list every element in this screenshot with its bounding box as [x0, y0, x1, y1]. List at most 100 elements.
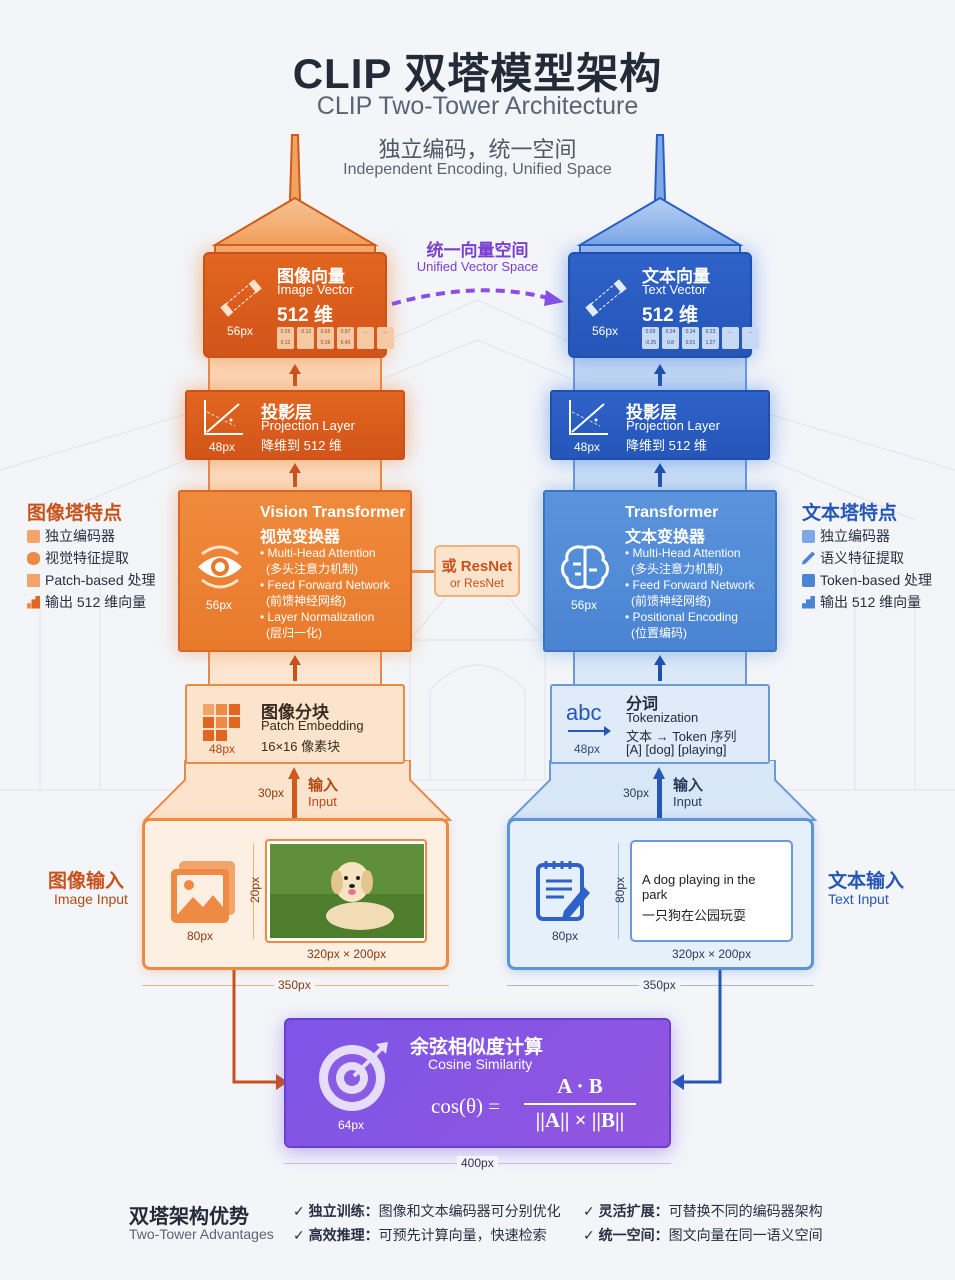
check-icon: ✓ [583, 1203, 599, 1219]
icon-size-label: 56px [592, 324, 619, 338]
advantage-item: ✓ 高效推理：可预先计算向量，快速检索 [293, 1227, 547, 1243]
projection-title-cn: 投影层 [626, 403, 677, 422]
dog-photo-frame [265, 839, 427, 943]
tagline-en: Independent Encoding, Unified Space [343, 161, 612, 178]
features-title: 文本塔特点 [802, 503, 898, 524]
projection-chart-icon [569, 400, 608, 435]
icon-size-label: 56px [206, 598, 233, 612]
encoder-title-cn: 视觉变换器 [260, 529, 341, 546]
page-subtitle: CLIP Two-Tower Architecture [316, 92, 639, 120]
text-tower-base-shape [507, 760, 818, 821]
preview-size-label: 320px × 200px [307, 947, 387, 961]
resnet-connector [412, 570, 434, 573]
text-encoder-block: 56px Transformer 文本变换器 • Multi-Head Atte… [543, 490, 777, 652]
notepad-pencil-icon [536, 861, 590, 921]
target-icon [319, 1042, 388, 1111]
advantage-item: ✓ 统一空间：图文向量在同一语义空间 [583, 1227, 823, 1243]
arrow-up-icon [289, 364, 301, 374]
resnet-en: or ResNet [449, 576, 505, 590]
bullet-en: • Layer Normalization [260, 610, 375, 624]
vector-icon [585, 279, 627, 317]
bullet-en: • Feed Forward Network [625, 578, 755, 592]
check-icon: ✓ [293, 1227, 309, 1243]
formula-numerator: A · B [557, 1074, 603, 1098]
embedding-title-cn: 图像分块 [261, 703, 329, 722]
image-tower-base-shape [142, 760, 453, 821]
abc-arrow-head [604, 726, 611, 736]
arrow-up-icon [654, 364, 666, 374]
bullet-cn: (前馈神经网络) [631, 594, 711, 608]
pencil-icon [802, 551, 815, 565]
feature-item: 语义特征提取 [802, 547, 932, 569]
arrow-size-label: 30px [258, 786, 285, 800]
feature-item: 输出 512 维向量 [802, 591, 932, 613]
unified-space-cn: 统一向量空间 [426, 241, 529, 260]
height-dim-line [253, 843, 254, 939]
arrow-up-icon [289, 463, 301, 473]
formula-denominator: ||A|| × ||B|| [535, 1108, 625, 1132]
vector-cell: 0.09-0.25 [642, 327, 659, 349]
image-vector-title-cn: 图像向量 [277, 267, 345, 286]
advantages-title-cn: 双塔架构优势 [129, 1206, 249, 1228]
page-title: CLIP 双塔模型架构 [292, 50, 663, 97]
feature-item: 独立编码器 [802, 525, 932, 547]
bullet-en: • Positional Encoding [625, 610, 738, 624]
vector-cell: ... [742, 327, 759, 349]
encoder-title-cn: 文本变换器 [625, 529, 706, 546]
text-tower-features: 文本塔特点 独立编码器 语义特征提取 Token-based 处理 输出 512… [802, 498, 932, 613]
icon-size-label: 80px [187, 929, 214, 943]
text-preview-cn: 一只狗在公园玩耍 [642, 908, 747, 923]
arrow-up-icon [654, 655, 666, 665]
encoder-bullets: • Multi-Head Attention (多头注意力机制) • Feed … [625, 545, 755, 641]
bullet-cn: (层归一化) [266, 626, 322, 640]
image-projection-block: 48px 投影层 Projection Layer 降维到 512 维 [185, 390, 405, 460]
image-tower-roof [211, 134, 379, 255]
vector-icon [220, 279, 262, 317]
feature-item: 独立编码器 [27, 525, 156, 547]
advantage-item: ✓ 独立训练：图像和文本编码器可分别优化 [293, 1203, 561, 1219]
vector-cell: ... [357, 327, 374, 349]
text-input-title-cn: 文本输入 [828, 871, 905, 892]
dog-photo [270, 844, 424, 938]
projection-title-en: Projection Layer [626, 418, 720, 433]
height-dim-label: 20px [248, 876, 263, 904]
tokenization-block: abc 48px 分词 Tokenization 文本 → Token 序列 [… [550, 684, 770, 764]
projection-desc: 降维到 512 维 [261, 438, 342, 453]
arrow-up-icon [289, 655, 301, 665]
bullet-en: • Multi-Head Attention [260, 546, 376, 560]
width-dim-label: 350px [274, 978, 315, 992]
similarity-connectors [232, 970, 722, 1090]
advantages-title-en: Two-Tower Advantages [129, 1226, 274, 1242]
embedding-desc: 16×16 像素块 [261, 739, 341, 754]
text-vector-dim: 512 维 [642, 305, 698, 326]
vector-cell: ... [377, 327, 394, 349]
unified-space-dashed-arrow [391, 288, 564, 306]
image-vector-dim: 512 维 [277, 305, 333, 326]
image-input-title-en: Image Input [54, 891, 128, 907]
feature-item: Token-based 处理 [802, 569, 932, 591]
patch-embedding-block: 48px 图像分块 Patch Embedding 16×16 像素块 [185, 684, 405, 764]
icon-size-label: 48px [209, 440, 236, 454]
bullet-cn: (前馈神经网络) [266, 594, 346, 608]
icon-size-label: 56px [571, 598, 598, 612]
tokenization-title-cn: 分词 [626, 696, 659, 713]
bar-chart-icon [802, 595, 815, 609]
encoder-title-en: Transformer [625, 504, 719, 521]
similarity-title-cn: 余弦相似度计算 [410, 1037, 544, 1058]
text-input-box: 80px 80px A dog playing in the park 一只狗在… [507, 818, 814, 970]
resnet-alternative-badge: 或 ResNet or ResNet [434, 545, 520, 597]
brain-icon [561, 545, 609, 590]
icon-size-label: 48px [574, 440, 601, 454]
bullet-cn: (多头注意力机制) [266, 562, 358, 576]
text-input-title-en: Text Input [828, 891, 889, 907]
bullet-cn: (多头注意力机制) [631, 562, 723, 576]
arrow-shaft [293, 372, 297, 386]
